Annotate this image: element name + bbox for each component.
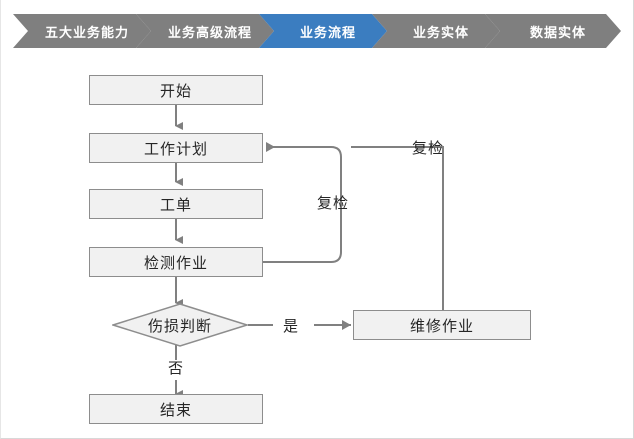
edge-label-recheck-outer: 复检: [412, 140, 445, 157]
node-end[interactable]: 结束: [89, 394, 263, 424]
edge-label-yes: 是: [283, 318, 300, 335]
node-inspection[interactable]: 检测作业: [89, 247, 263, 277]
edge-repair-recheck-loop: [351, 146, 444, 310]
node-end-label: 结束: [159, 401, 192, 419]
node-repair-label: 维修作业: [409, 317, 474, 335]
node-damage-decision-label: 伤损判断: [147, 317, 212, 335]
node-work-plan-label: 工作计划: [143, 140, 208, 158]
edge-inspection-recheck-loop: [263, 142, 342, 263]
edge-label-no: 否: [168, 360, 185, 377]
node-start[interactable]: 开始: [89, 75, 263, 105]
diamond-shape: [112, 303, 248, 347]
edge-label-recheck-inner: 复检: [317, 195, 350, 212]
node-start-label: 开始: [159, 82, 192, 100]
node-damage-decision[interactable]: 伤损判断: [112, 303, 248, 347]
node-work-plan[interactable]: 工作计划: [89, 133, 263, 163]
node-inspection-label: 检测作业: [143, 254, 208, 272]
node-work-order[interactable]: 工单: [89, 189, 263, 219]
node-repair[interactable]: 维修作业: [353, 310, 531, 340]
node-work-order-label: 工单: [159, 196, 192, 214]
